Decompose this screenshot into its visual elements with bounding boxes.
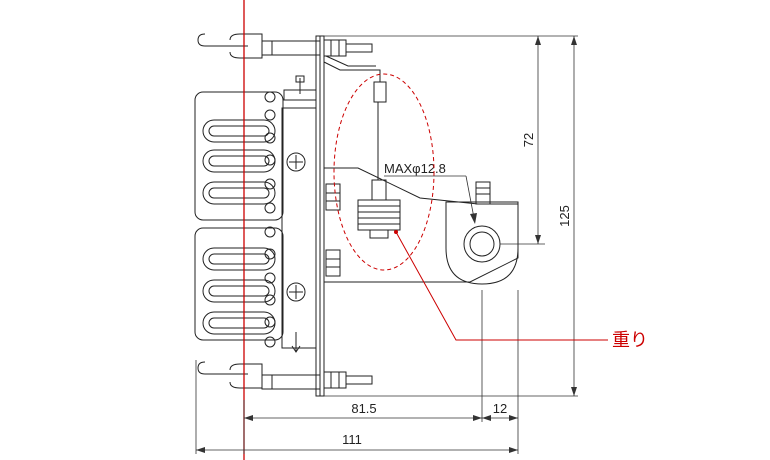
top-hook	[197, 33, 321, 59]
max-diameter-label: MAXφ12.8	[384, 161, 446, 176]
bracket-plate	[324, 167, 519, 283]
coil-frame-lower	[194, 227, 284, 341]
weight-assembly	[357, 179, 401, 239]
coil-bolts	[264, 91, 276, 348]
phillips-screw-upper	[286, 152, 306, 172]
bottom-hook	[197, 361, 321, 390]
nut-bottom	[323, 371, 373, 389]
weight-callout-label: 重り	[612, 330, 648, 351]
dim-111-label: 111	[342, 432, 362, 447]
dim-72-label: 72	[521, 133, 536, 147]
bottom-arrow	[291, 332, 301, 353]
weight-highlight-ellipse	[333, 73, 435, 271]
coil-frame-upper	[194, 91, 284, 221]
max-diameter-leader	[384, 175, 475, 219]
coil-loops	[202, 119, 276, 335]
callout-leader	[395, 231, 608, 341]
nut-top	[323, 39, 373, 57]
drawing-body	[194, 33, 519, 397]
callout-dot	[394, 230, 398, 234]
top-lever	[283, 55, 387, 180]
ring-bracket	[445, 181, 519, 285]
phillips-screw-lower	[286, 282, 306, 302]
dim-81-5-label: 81.5	[351, 401, 376, 416]
dim-12-label: 12	[493, 401, 507, 416]
dim-125-label: 125	[557, 205, 572, 227]
max-diameter-arrow	[470, 213, 477, 224]
coil-stack	[194, 91, 284, 348]
inner-plate	[281, 107, 317, 349]
nut-mid-lower	[325, 249, 341, 277]
dimension-lines	[195, 35, 578, 454]
nut-mid-upper	[325, 183, 341, 211]
dimension-arrows	[196, 36, 577, 453]
